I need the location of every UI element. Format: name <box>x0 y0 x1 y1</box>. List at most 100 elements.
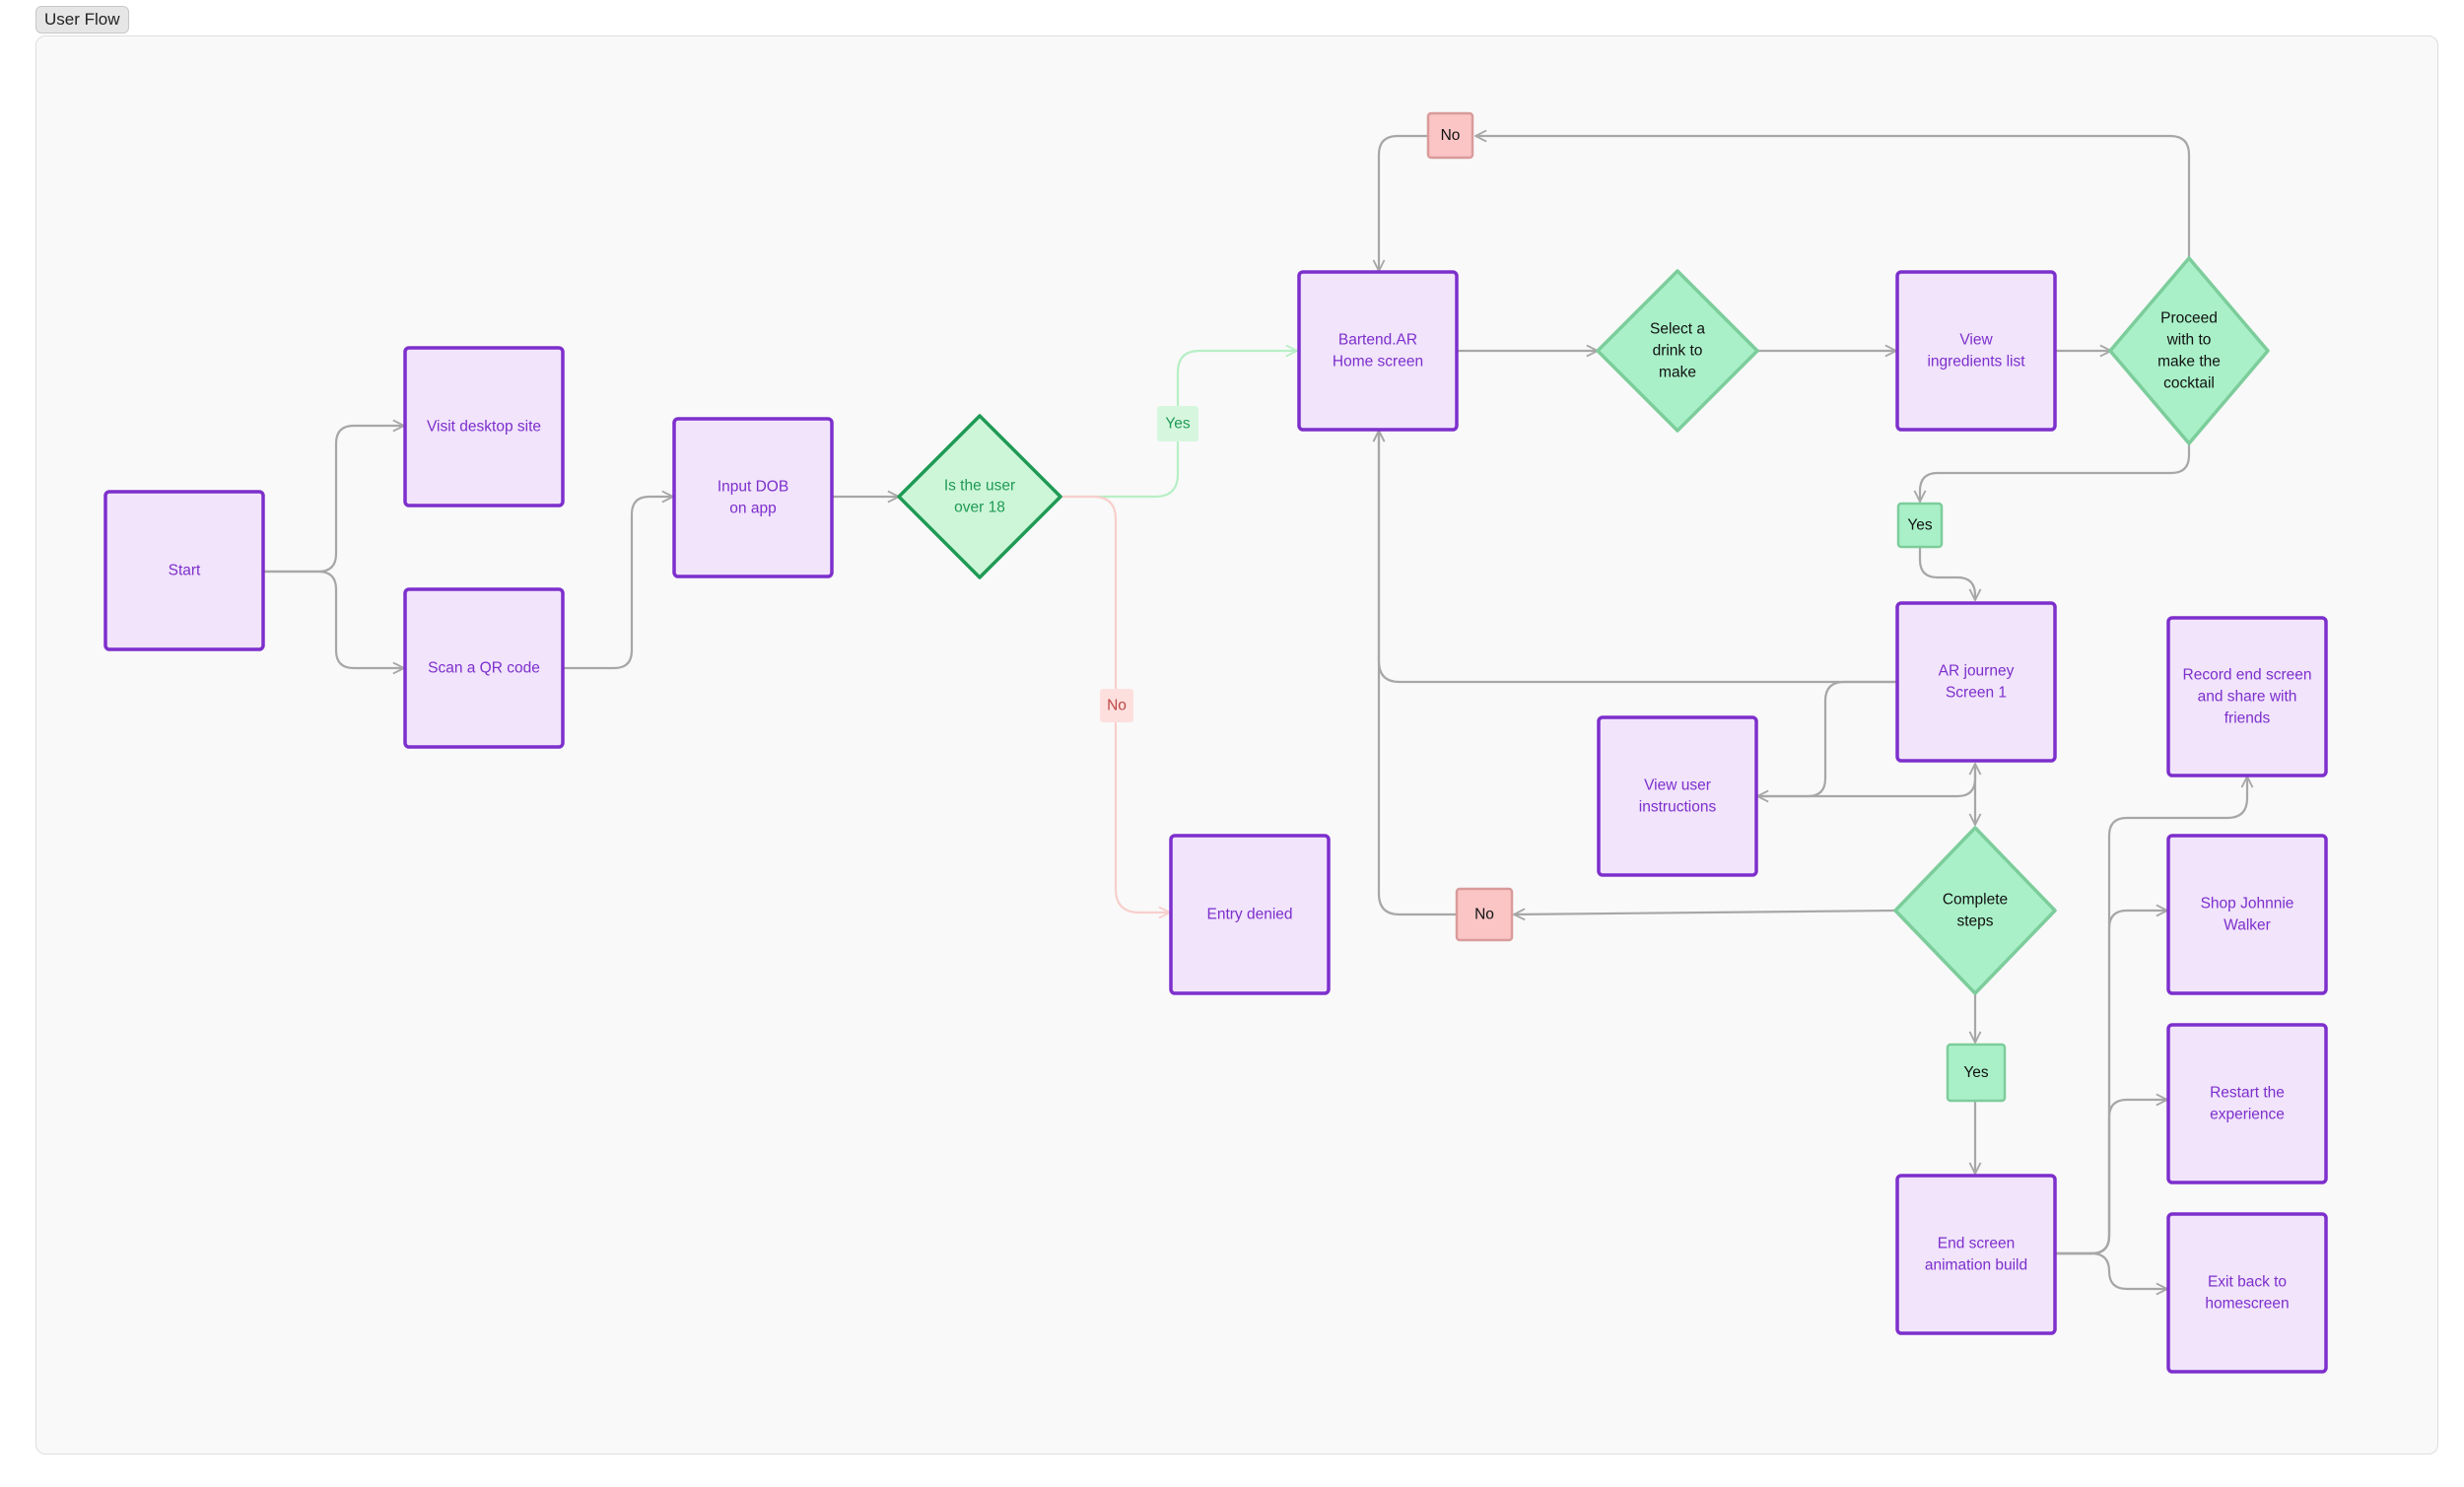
tag-box <box>1455 887 1514 942</box>
process-box <box>1895 1174 2057 1335</box>
node-label-line: and share with <box>2198 689 2297 706</box>
node-label-line: Entry denied <box>1206 907 1292 923</box>
node-label-line: friends <box>2224 710 2271 727</box>
tag-box <box>1426 111 1474 160</box>
tag-label: Yes <box>1907 517 1933 534</box>
edge-end-shop <box>2055 911 2167 1255</box>
node-label-line: Complete <box>1943 892 2008 909</box>
edge-end-exit <box>2055 1251 2167 1289</box>
edge-proceed-no <box>1475 136 2191 258</box>
tag-yes-proceed[interactable]: Yes <box>1896 502 1944 549</box>
edge-start-scan <box>263 570 404 668</box>
process-box <box>2166 834 2328 995</box>
node-label-line: cocktail <box>2163 375 2215 392</box>
node-label-line: steps <box>1956 913 1993 930</box>
process-box <box>2166 616 2328 777</box>
process-box <box>403 587 565 749</box>
edges <box>263 136 2247 1289</box>
process-box <box>1895 601 2057 763</box>
node-label-line: experience <box>2210 1107 2285 1123</box>
tag-box <box>1157 406 1198 441</box>
node-label-line: Scan a QR code <box>428 660 540 677</box>
frame-label[interactable]: User Flow <box>35 6 129 34</box>
tag-no-age[interactable]: No <box>1100 689 1133 722</box>
node-label-line: Proceed <box>2160 310 2218 327</box>
process-box <box>103 490 265 651</box>
node-home[interactable]: Bartend.AR Home screen <box>1297 270 1459 432</box>
edge-ar-instructions <box>1757 680 1896 796</box>
process-box <box>1297 270 1459 432</box>
node-label-line: View user <box>1644 777 1711 794</box>
tag-no-top[interactable]: No <box>1426 111 1474 160</box>
node-label-line: drink to <box>1653 343 1703 360</box>
node-label-line: ingredients list <box>1927 354 2025 371</box>
process-box <box>403 346 565 507</box>
node-instructions[interactable]: View user instructions <box>1597 715 1758 877</box>
edge-scan-dob <box>563 497 673 670</box>
node-label-line: Start <box>169 563 201 579</box>
node-label-line: Is the user <box>944 478 1015 495</box>
node-age-check[interactable]: Is the user over 18 <box>897 414 1062 579</box>
node-label-line: AR journey <box>1939 663 2015 680</box>
tag-label: Yes <box>1963 1064 1989 1081</box>
process-box <box>672 417 834 578</box>
node-label-line: Exit back to <box>2208 1274 2287 1291</box>
node-entry-denied[interactable]: Entry denied <box>1169 834 1331 995</box>
edge-instructions-ar <box>1757 764 1975 798</box>
decision-diamond <box>897 414 1062 579</box>
node-ingredients[interactable]: View ingredients list <box>1895 270 2057 432</box>
node-label-line: over 18 <box>954 500 1005 516</box>
node-label-line: View <box>1959 332 1993 349</box>
edge-complete-no <box>1514 911 1897 914</box>
node-label-line: End screen <box>1938 1236 2015 1252</box>
tag-no-complete[interactable]: No <box>1455 887 1514 942</box>
edge-end-restart <box>2055 1100 2167 1255</box>
decision-diamond <box>1596 269 1759 433</box>
node-visit-desktop[interactable]: Visit desktop site <box>403 346 565 507</box>
node-label-line: homescreen <box>2205 1296 2289 1313</box>
node-label-line: make the <box>2157 354 2221 371</box>
tag-yes-age[interactable]: Yes <box>1157 406 1198 441</box>
edge-start-visit <box>263 426 404 574</box>
tag-box <box>1896 502 1944 549</box>
node-label-line: Screen 1 <box>1946 685 2007 702</box>
decision-diamond <box>2108 256 2270 445</box>
node-label-line: Bartend.AR <box>1338 332 1417 349</box>
edge-no-home-2 <box>1379 431 1456 916</box>
node-label-line: instructions <box>1639 799 1717 816</box>
process-box <box>1169 834 1331 995</box>
process-box <box>1597 715 1758 877</box>
tag-yes-complete[interactable]: Yes <box>1946 1043 2007 1103</box>
tag-box <box>1100 689 1133 722</box>
tag-label: No <box>1107 698 1127 714</box>
edge-ar-home <box>1379 431 1896 684</box>
node-complete[interactable]: Complete steps <box>1893 826 2057 995</box>
edge-yes-ar <box>1918 548 1975 600</box>
decision-diamond <box>1893 826 2057 995</box>
node-exit-home[interactable]: Exit back to homescreen <box>2166 1212 2328 1374</box>
node-scan-qr[interactable]: Scan a QR code <box>403 587 565 749</box>
node-restart[interactable]: Restart the experience <box>2166 1023 2328 1184</box>
node-select-drink[interactable]: Select a drink to make <box>1596 269 1759 433</box>
tag-box <box>1946 1043 2007 1103</box>
node-label-line: Restart the <box>2210 1085 2285 1102</box>
tag-label: No <box>1474 907 1494 923</box>
node-label-line: make <box>1659 365 1696 381</box>
node-label-line: Home screen <box>1333 354 1423 371</box>
process-box <box>2166 1212 2328 1374</box>
process-box <box>2166 1023 2328 1184</box>
node-label-line: Select a <box>1650 321 1705 338</box>
edge-no-home <box>1379 134 1427 271</box>
node-label-line: on app <box>729 501 776 517</box>
tag-label: No <box>1441 127 1461 144</box>
node-start[interactable]: Start <box>103 490 265 651</box>
